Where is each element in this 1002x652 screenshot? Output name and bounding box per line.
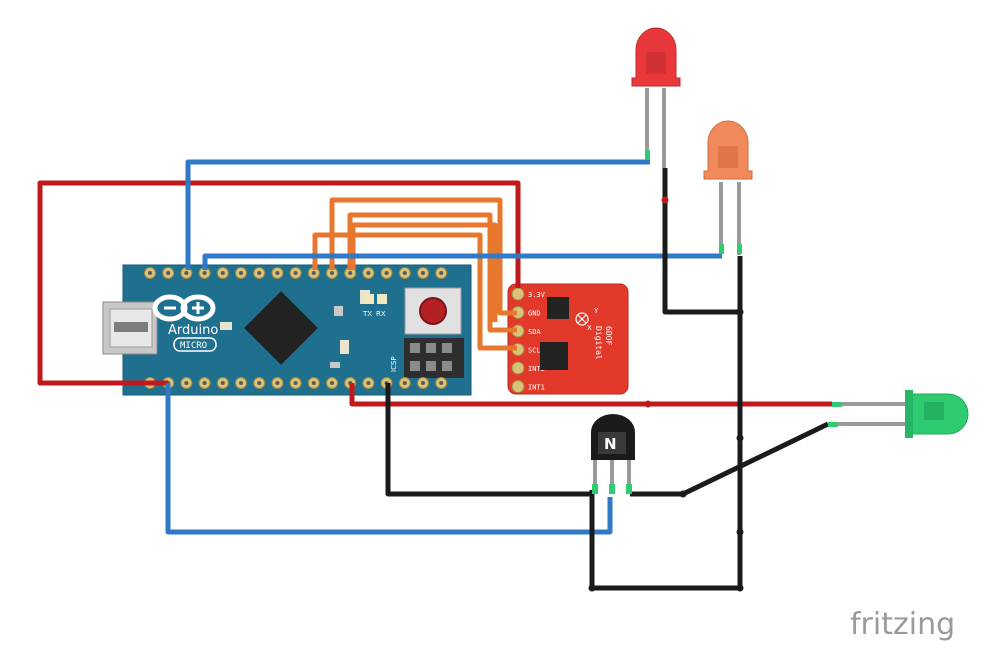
sensor-pin-label: 3.3V <box>528 291 546 299</box>
header-pin-hole <box>239 271 243 275</box>
header-pin-hole <box>311 271 316 275</box>
header-pin-hole <box>439 381 444 385</box>
header-pin-hole <box>275 381 280 385</box>
arduino-model-text: MICRO <box>180 341 207 351</box>
arduino-brand-text: Arduino <box>168 323 218 338</box>
black-wire-red-led-cathode <box>662 168 740 315</box>
header-pin-hole <box>166 271 171 275</box>
blue-wire-orange-led <box>202 253 722 270</box>
header-pin-hole <box>402 381 407 385</box>
orange-wire-3 <box>312 232 517 351</box>
icsp-label: ICSP <box>390 356 398 372</box>
sensor-pin <box>511 380 525 393</box>
header-pin-hole <box>439 271 444 275</box>
transistor-label: N <box>604 435 617 453</box>
sensor-pin-label: INT1 <box>528 384 545 392</box>
sensor-pin-label: SDA <box>528 328 541 336</box>
green-led <box>828 390 969 438</box>
header-pin-hole <box>202 381 207 385</box>
sensor-pin <box>511 361 525 375</box>
orange-wire-1 <box>329 197 517 316</box>
header-pin-hole <box>257 271 262 275</box>
bottom-header-pins <box>144 377 448 389</box>
header-pin-hole <box>220 271 225 275</box>
orange-led <box>703 120 753 255</box>
orange-wire-4 <box>350 222 498 322</box>
header-pin-hole <box>421 271 425 275</box>
sensor-pin <box>511 287 525 301</box>
sensor-pcb <box>507 283 629 395</box>
sensor-pin-label: SCL <box>528 347 541 355</box>
header-pin-hole <box>384 271 389 275</box>
rx-label: RX <box>376 310 386 318</box>
sensor-axis-x: X <box>587 324 592 332</box>
arduino-logo <box>152 294 216 322</box>
blue-wires <box>165 159 722 535</box>
red-wire-green-led <box>349 383 832 407</box>
blue-wire-red-led <box>185 159 650 270</box>
header-pin-hole <box>148 271 152 275</box>
blue-wire-transistor-base <box>165 383 613 535</box>
header-pin-hole <box>311 381 316 385</box>
header-pin-hole <box>348 271 353 275</box>
header-pin-hole <box>275 271 280 275</box>
gyro-chip <box>540 342 568 370</box>
header-pin-hole <box>366 271 371 275</box>
fritzing-watermark: fritzing <box>850 607 955 642</box>
sensor-subtitle: Digital <box>594 326 603 360</box>
black-wire-green-led-cathode <box>630 421 830 497</box>
arduino-micro-board: Arduino MICRO TX RX ICSP <box>102 264 472 396</box>
header-pin-hole <box>402 271 407 275</box>
sensor-axis-y: Y <box>593 307 599 315</box>
header-pin-hole <box>239 381 243 385</box>
header-pin-hole <box>184 271 189 275</box>
header-pin-hole <box>220 381 225 385</box>
sensor-title: 6DOF <box>604 326 613 345</box>
orange-i2c-wires <box>312 197 517 351</box>
red-led <box>631 27 681 168</box>
header-pin-hole <box>202 271 207 275</box>
sensor-pin-label: GND <box>528 310 541 318</box>
sensor-pin-label: INT2 <box>528 365 545 373</box>
header-pin-hole <box>257 381 262 385</box>
red-wires <box>37 180 832 407</box>
top-header-pins <box>144 267 448 279</box>
header-pin-hole <box>293 381 298 385</box>
npn-transistor: N <box>591 414 635 494</box>
header-pin-hole <box>330 271 334 275</box>
header-pin-hole <box>330 381 334 385</box>
tx-led <box>364 294 374 304</box>
tx-label: TX <box>362 310 372 318</box>
red-wire-power-loop <box>37 180 521 386</box>
black-wire-ground-rail <box>589 256 743 591</box>
rx-led <box>377 294 387 304</box>
black-wire-arduino-gnd <box>385 383 594 497</box>
accelerometer-chip <box>547 297 569 319</box>
header-pin-hole <box>366 381 371 385</box>
header-pin-hole <box>421 381 425 385</box>
header-pin-hole <box>293 271 298 275</box>
header-pin-hole <box>184 381 189 385</box>
microcontroller-chip <box>244 291 318 365</box>
